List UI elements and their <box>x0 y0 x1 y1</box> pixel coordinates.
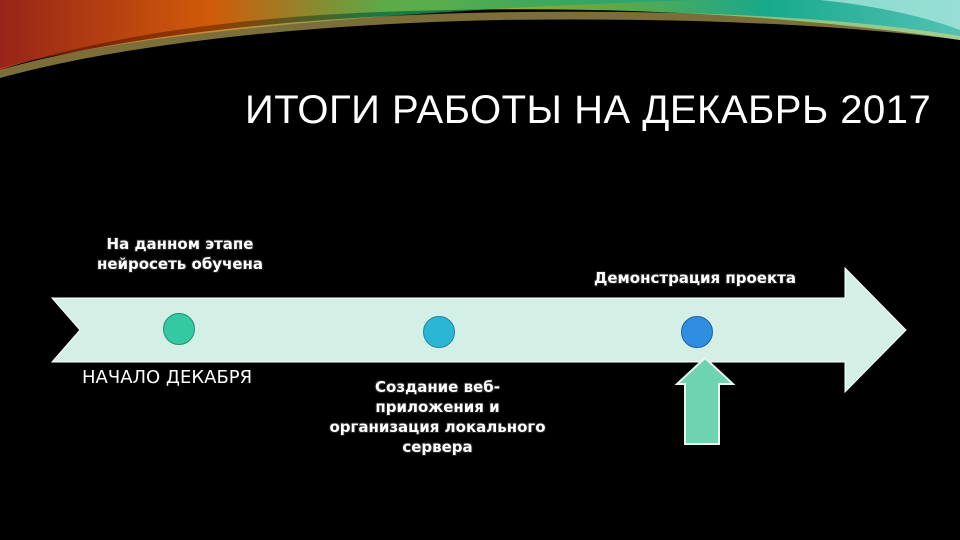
milestone-3-top-label: Демонстрация проекта <box>594 269 796 287</box>
milestone-1-top-label: На данном этапе нейросеть обучена <box>96 235 264 273</box>
milestone-dot-1 <box>163 313 195 345</box>
up-pointer-arrow <box>674 356 736 445</box>
milestone-2-bottom-label: Создание веб-приложения и организация ло… <box>329 378 546 456</box>
milestone-1-bottom-label: НАЧАЛО ДЕКАБРЯ <box>82 367 253 388</box>
milestone-dot-3 <box>681 316 713 348</box>
slide-title: ИТОГИ РАБОТЫ НА ДЕКАБРЬ 2017 <box>245 88 932 132</box>
decorative-header-swoosh <box>0 0 960 79</box>
timeline-arrow-body <box>50 266 907 394</box>
milestone-dot-2 <box>423 316 455 348</box>
